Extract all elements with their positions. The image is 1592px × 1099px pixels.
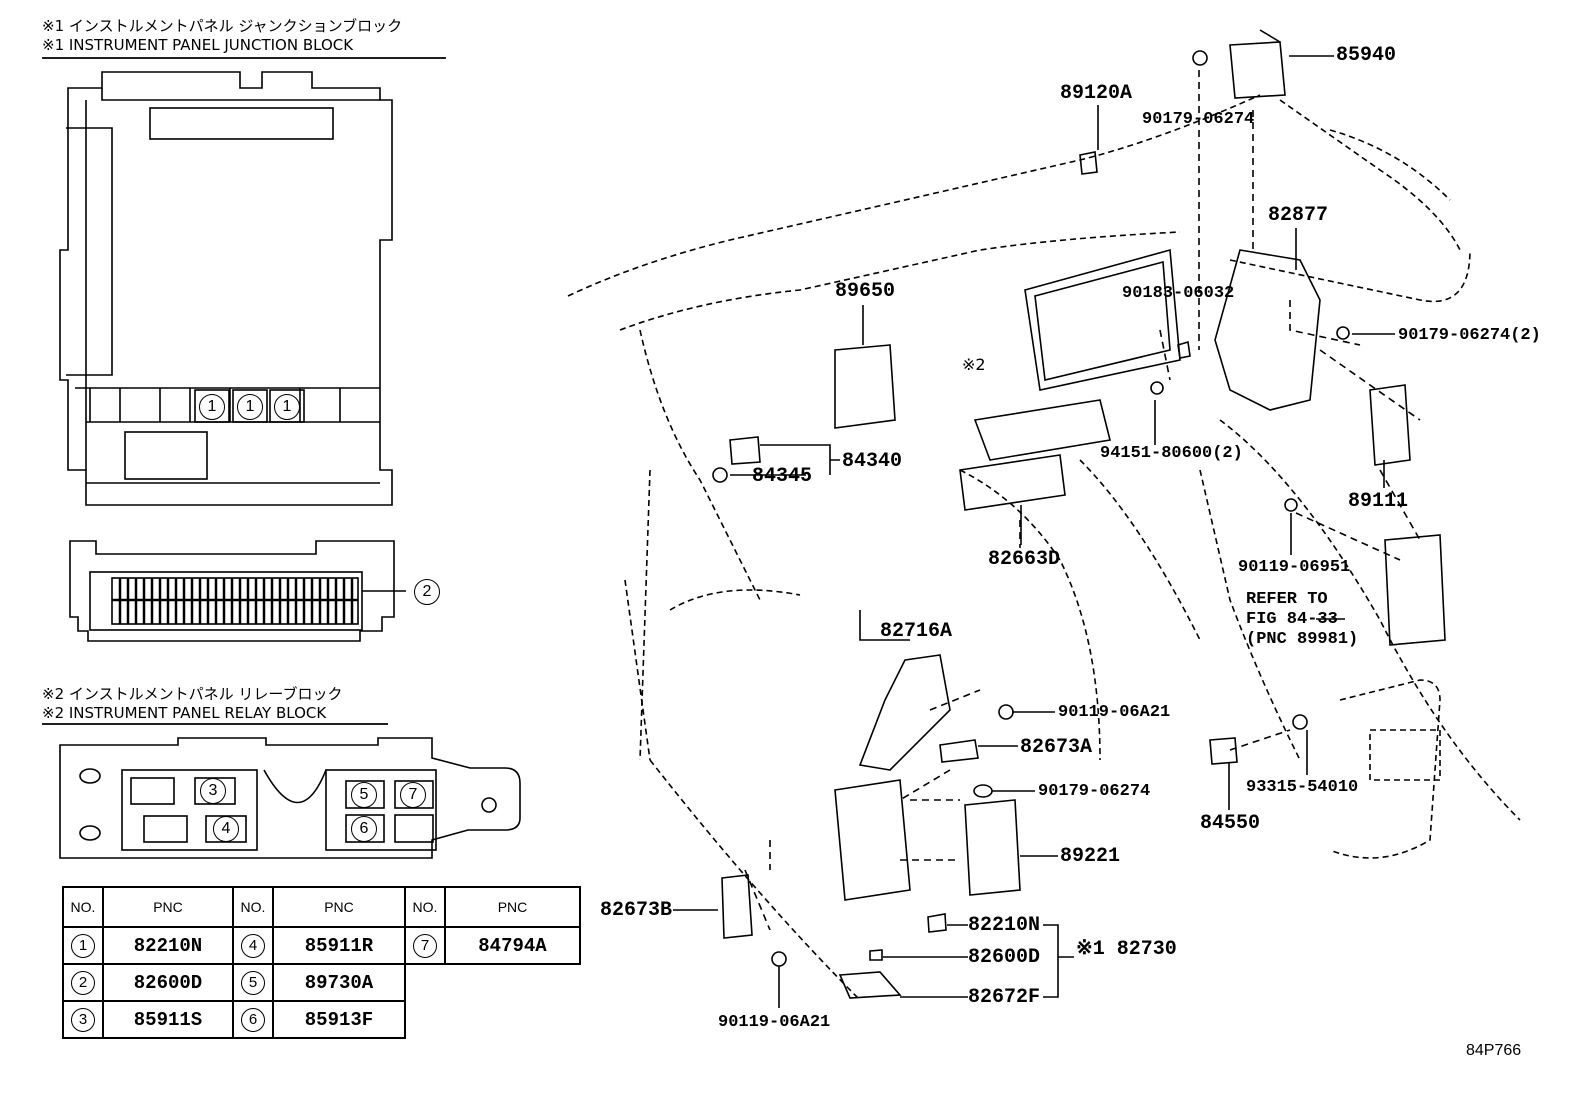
part-label-82716A: 82716A [880,620,953,643]
refer-note-line2: FIG 84-33 [1246,610,1338,629]
part-label-90179-06274: 90179-06274 [1142,110,1255,129]
leader-dashes [744,70,1421,931]
table-header-pnc: PNC [444,886,581,928]
part-label-90179-06274: 90179-06274 [1038,782,1151,801]
part-label-82672F: 82672F [968,986,1041,1009]
relay-block-title-en: ※2 INSTRUMENT PANEL RELAY BLOCK [42,704,327,722]
callout-5: 5 [351,782,377,808]
part-label-85940: 85940 [1336,44,1397,67]
callout-2: 2 [414,579,440,605]
part-label-82600D: 82600D [968,946,1041,969]
part-label-82210N: 82210N [968,914,1041,937]
row-number: 2 [71,970,95,995]
row-number: 4 [241,933,265,958]
callout-1: 1 [199,394,225,420]
callout-1: 1 [274,394,300,420]
refer-note-line1: REFER TO [1246,590,1328,609]
relay-block-outline [59,737,521,859]
callout-7: 7 [400,782,426,808]
callout-4: 4 [213,816,239,842]
refer-note-line3: (PNC 89981) [1246,630,1359,649]
part-label-90119-06A21: 90119-06A21 [718,1013,831,1032]
callout-1: 1 [237,394,263,420]
part-label-84550: 84550 [1200,812,1261,835]
table-header-no: NO. [62,886,104,928]
part-label-94151-80600-2: 94151-80600(2) [1100,444,1243,463]
table-row: 2 82600D 5 89730A [62,963,580,1002]
part-label-84340: 84340 [842,450,903,473]
part-label-82730: ※1 82730 [1076,938,1177,961]
callout-3: 3 [200,778,226,804]
pnc-table: NO. PNC NO. PNC NO. PNC 1 82210N 4 85911… [62,886,581,1039]
part-label-82673B: 82673B [600,899,673,922]
table-header-no: NO. [404,886,446,928]
row-number: 7 [413,933,437,958]
leader-lines [673,55,1395,1008]
part-label-89650: 89650 [835,280,896,303]
row-number: 6 [241,1007,265,1032]
pnc-cell: 85913F [272,1000,406,1039]
table-row: 3 85911S 6 85913F [62,1000,580,1039]
part-label-89111: 89111 [1348,490,1409,513]
junction-block-title-en: ※1 INSTRUMENT PANEL JUNCTION BLOCK [42,36,354,54]
part-label-90183-06032: 90183-06032 [1122,284,1235,303]
relay-block-title-jp: ※2 インストルメントパネル リレーブロック [42,685,343,703]
table-header-pnc: PNC [102,886,234,928]
part-label-89120A: 89120A [1060,82,1133,105]
pnc-cell: 84794A [444,926,581,965]
callout-6: 6 [351,816,377,842]
figure-code: 84P766 [1466,1042,1522,1059]
junction-block-title-jp: ※1 インストルメントパネル ジャンクションブロック [42,17,403,35]
pnc-cell: 85911S [102,1000,234,1039]
pnc-cell: 89730A [272,963,406,1002]
table-row: 1 82210N 4 85911R 7 84794A [62,926,581,965]
row-number: 1 [71,933,95,958]
part-label-82673A: 82673A [1020,736,1093,759]
part-label-90119-06951: 90119-06951 [1238,558,1351,577]
part-label-82877: 82877 [1268,204,1329,227]
part-label-82663D: 82663D [988,548,1061,571]
pnc-cell: 85911R [272,926,406,965]
junction-block-top-view [59,71,393,506]
component-shapes [712,29,1446,999]
part-label-90119-06A21: 90119-06A21 [1058,703,1171,722]
table-header-pnc: PNC [272,886,406,928]
pnc-cell: 82210N [102,926,234,965]
relay-block-note-mark: ※2 [962,355,986,374]
part-label-90179-06274-2: 90179-06274(2) [1398,326,1541,345]
junction-block-side-view [69,540,406,642]
part-label-89221: 89221 [1060,845,1121,868]
pnc-cell: 82600D [102,963,234,1002]
row-number: 3 [71,1007,95,1032]
part-label-93315-54010: 93315-54010 [1246,778,1359,797]
part-label-84345: 84345 [752,465,813,488]
row-number: 5 [241,970,265,995]
dashboard-outline [567,94,1521,1001]
table-header-no: NO. [232,886,274,928]
